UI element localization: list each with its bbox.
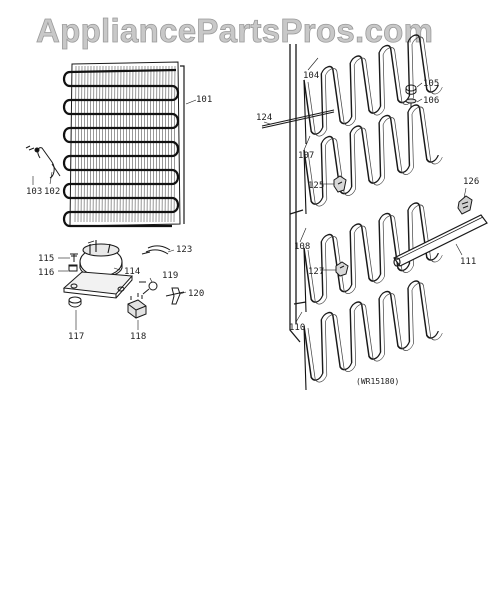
relay-part-118 — [127, 293, 147, 319]
leader-lines — [32, 57, 467, 330]
drier-part-102 — [25, 145, 61, 179]
callout-117: 117 — [68, 332, 84, 342]
callout-119: 119 — [162, 271, 178, 281]
shelf-part-108 — [303, 202, 443, 313]
callout-123: 123 — [176, 245, 192, 255]
callout-110: 110 — [289, 323, 305, 333]
callout-114: 114 — [124, 267, 140, 277]
shelf-frame — [289, 44, 307, 343]
bracket-part-126 — [457, 195, 473, 215]
callout-104: 104 — [303, 71, 319, 81]
callout-115: 115 — [38, 254, 54, 264]
compressor-base-plate — [62, 271, 134, 299]
callout-106: 106 — [423, 96, 439, 106]
callout-107: 107 — [298, 151, 314, 161]
cap-part-105 — [405, 84, 417, 95]
compressor-part-114 — [79, 240, 123, 278]
condenser-coil — [62, 61, 185, 228]
washer-part-116 — [68, 264, 78, 272]
callout-124: 124 — [256, 113, 272, 123]
tube-part-123 — [141, 245, 171, 255]
callout-111: 111 — [460, 257, 476, 267]
overload-part-119 — [139, 281, 158, 295]
callout-116: 116 — [38, 268, 54, 278]
shelf-part-107 — [303, 104, 443, 215]
callout-105: 105 — [423, 79, 439, 89]
callout-102: 102 — [44, 187, 60, 197]
rail-part-111 — [393, 214, 488, 267]
callout-101: 101 — [196, 95, 212, 105]
callout-103: 103 — [26, 187, 42, 197]
callout-127: 127 — [308, 267, 324, 277]
callout-125: 125 — [308, 181, 324, 191]
shelf-part-104 — [303, 34, 443, 145]
screw-part-115 — [70, 253, 78, 262]
diagram-reference-code: (WR15180) — [356, 377, 399, 386]
grommet-part-117 — [68, 296, 82, 308]
shelf-part-110 — [303, 280, 443, 391]
callout-126: 126 — [463, 177, 479, 187]
callout-120: 120 — [188, 289, 204, 299]
bracket-part-125 — [333, 175, 347, 193]
callout-108: 108 — [294, 242, 310, 252]
watermark-logo: AppliancePartsPros.com — [36, 12, 433, 49]
clip-part-120 — [165, 287, 185, 305]
callout-118: 118 — [130, 332, 146, 342]
bracket-part-127 — [335, 261, 349, 277]
rod-part-124 — [261, 109, 335, 129]
screw-part-106 — [405, 98, 417, 108]
